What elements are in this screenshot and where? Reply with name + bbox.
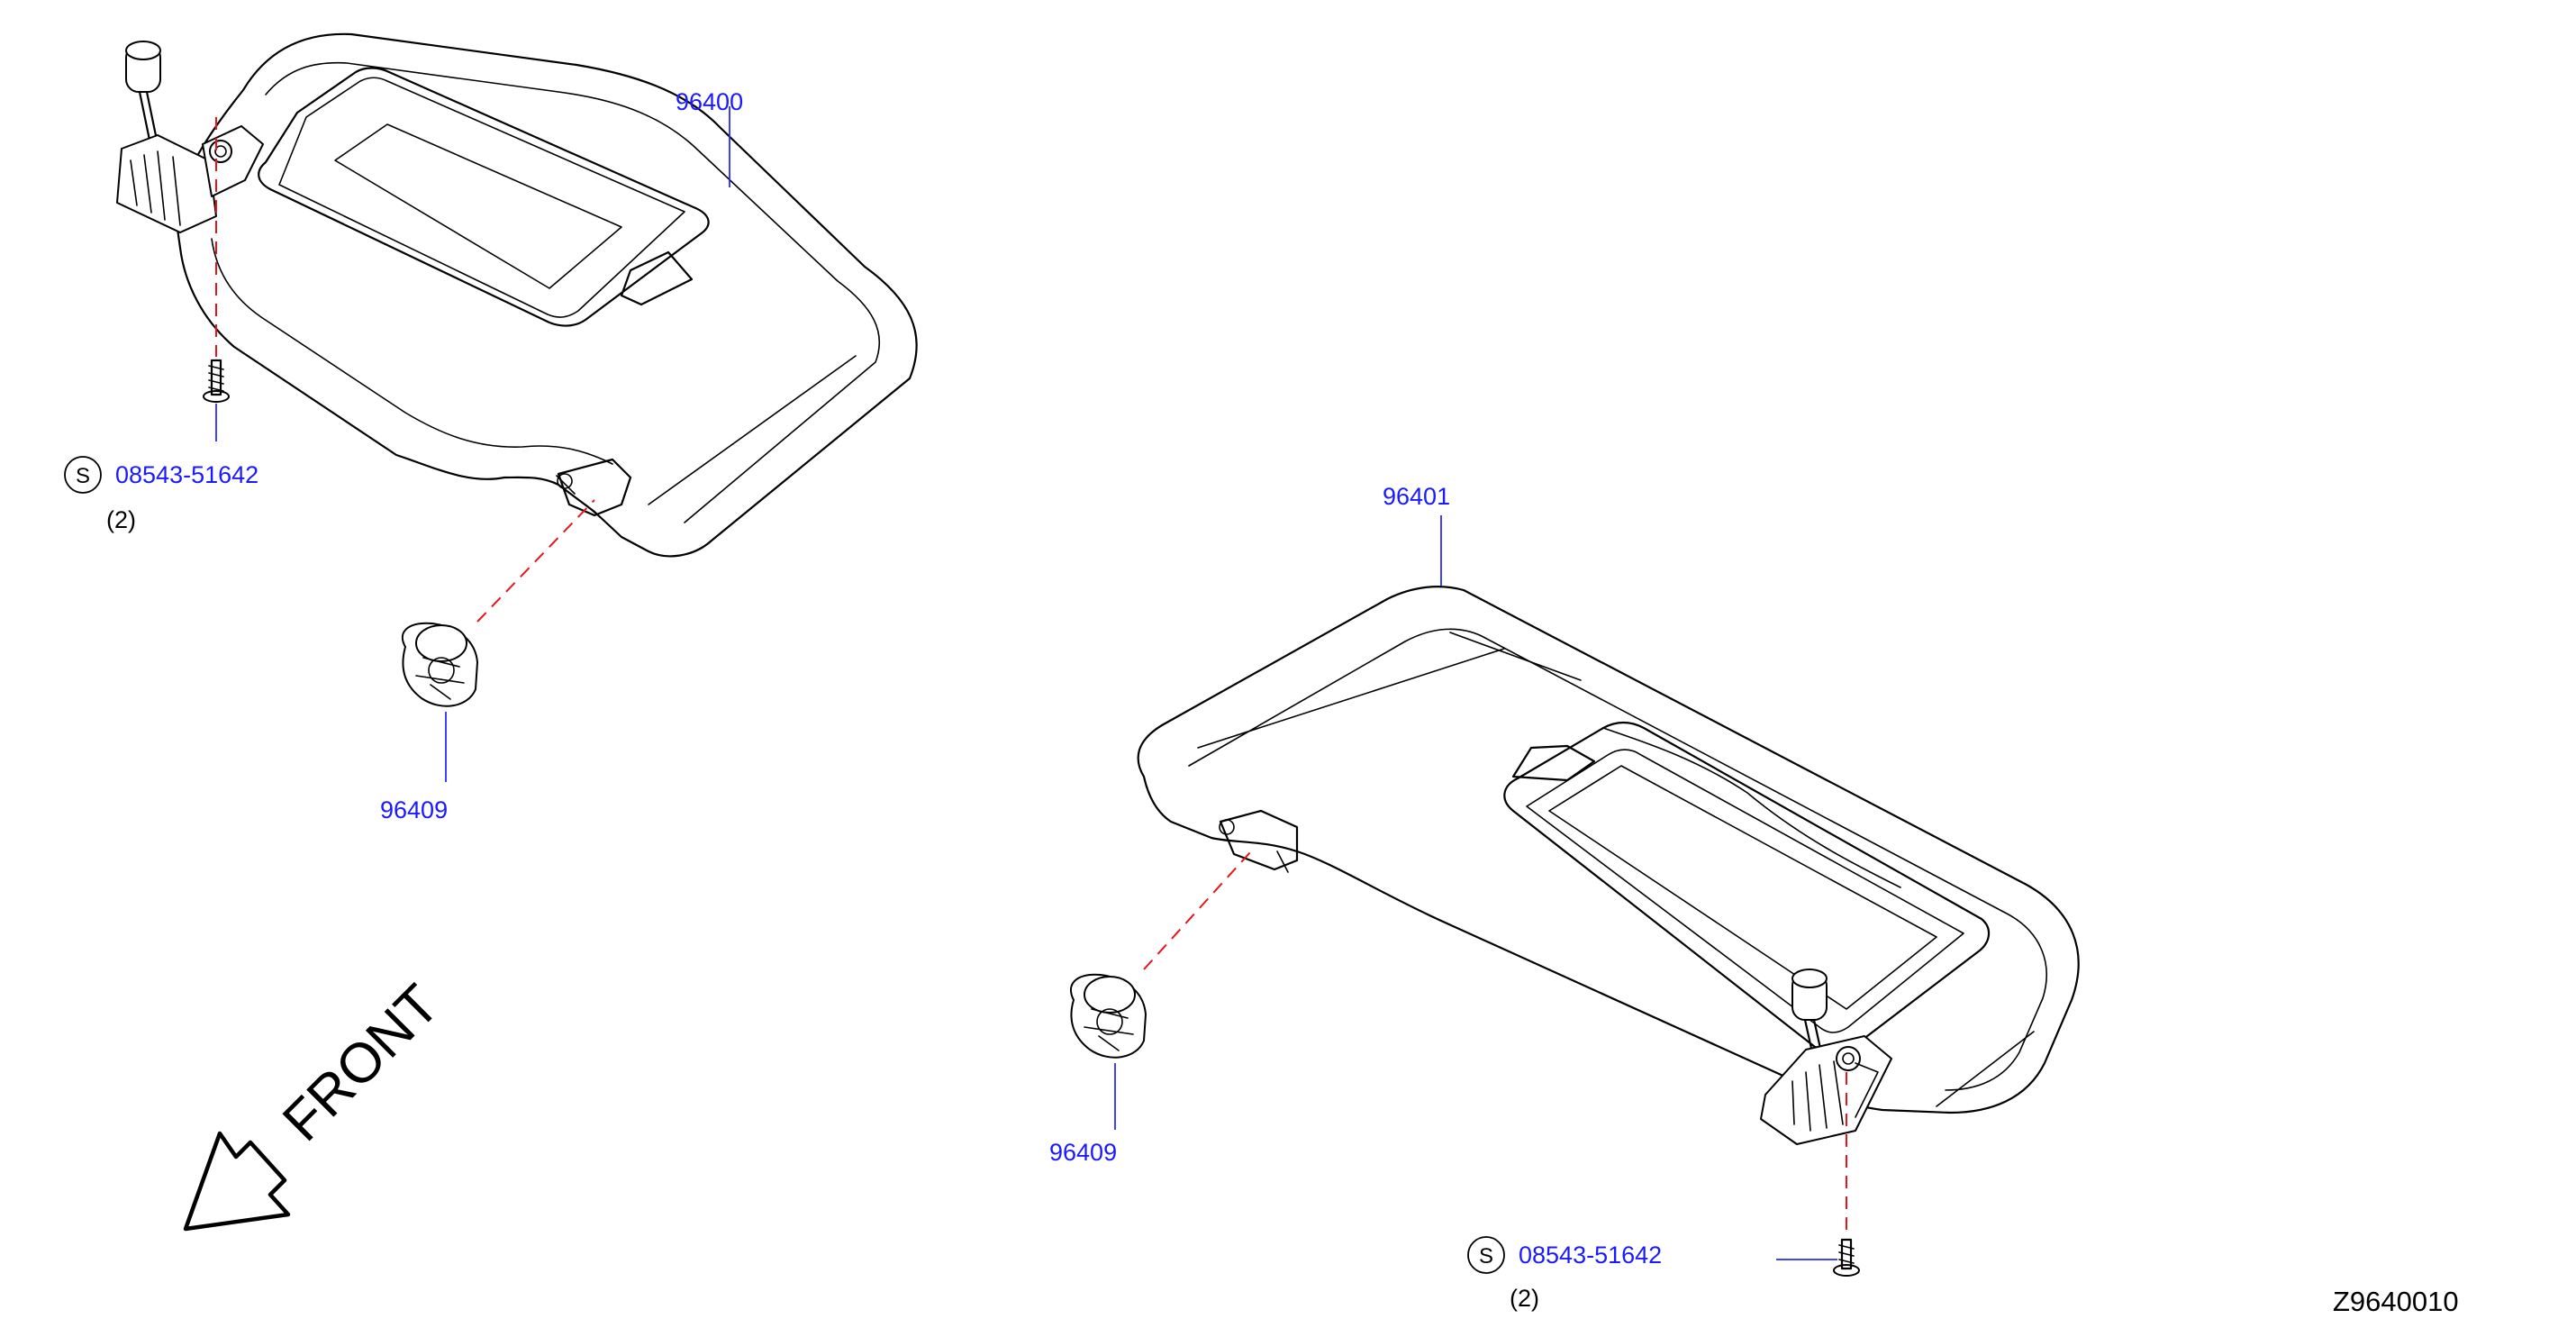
screw-left[interactable] [203, 359, 230, 403]
quantity-screw-right: (2) [1510, 1285, 1539, 1312]
pivot-arm-right[interactable] [1760, 969, 1892, 1145]
screw-right[interactable] [1833, 1238, 1860, 1277]
quantity-screw-left: (2) [106, 506, 136, 533]
figure-code: Z9640010 [2333, 1286, 2459, 1317]
sun-visor-left[interactable] [174, 32, 918, 558]
s-symbol-right: S [1479, 1244, 1493, 1269]
sun-visor-right[interactable] [1137, 586, 2080, 1114]
pivot-arm-left[interactable] [116, 41, 264, 233]
part-number-96401[interactable]: 96401 [1383, 483, 1450, 510]
part-number-96409-right[interactable]: 96409 [1049, 1139, 1117, 1166]
visor-holder-right[interactable] [1069, 973, 1147, 1059]
visor-holder-left[interactable] [401, 622, 478, 707]
s-symbol-circle-left [64, 456, 102, 494]
part-number-96400[interactable]: 96400 [676, 88, 743, 115]
s-symbol-left: S [76, 464, 90, 488]
dash-holder-left [476, 499, 595, 623]
dash-holder-right [1143, 851, 1251, 970]
front-label: FRONT [271, 973, 451, 1153]
part-number-screw-right[interactable]: 08543-51642 [1519, 1242, 1662, 1269]
front-direction-arrow: FRONT [183, 973, 451, 1232]
s-symbol-circle-right [1467, 1236, 1505, 1274]
part-number-96409-left[interactable]: 96409 [380, 796, 448, 823]
part-number-screw-left[interactable]: 08543-51642 [115, 461, 259, 488]
